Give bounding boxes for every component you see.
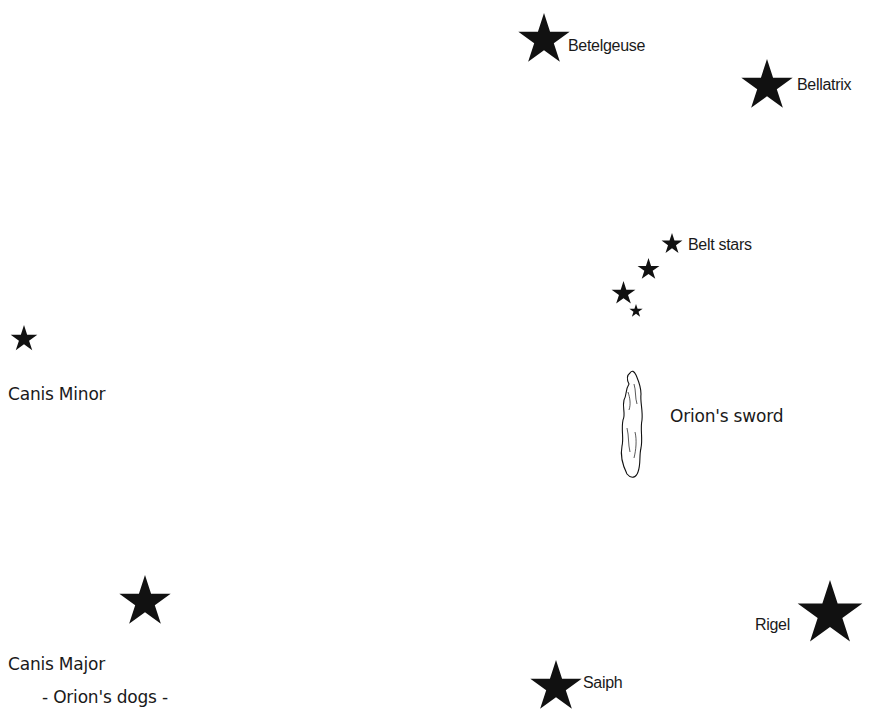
- belt-star: [629, 304, 642, 317]
- star-saiph: [530, 660, 581, 709]
- nebula-texture: [627, 384, 637, 458]
- star-label: Bellatrix: [797, 76, 851, 94]
- belt-star: [662, 233, 683, 253]
- star-canis-major: [119, 575, 170, 624]
- star-label: - Orion's dogs -: [42, 688, 168, 707]
- belt-star: [638, 258, 660, 279]
- star-rigel: [798, 580, 863, 642]
- star-canis-minor: [11, 325, 38, 350]
- star-label: Betelgeuse: [568, 37, 645, 55]
- star-bellatrix: [741, 59, 792, 108]
- star-betelgeuse: [518, 13, 569, 62]
- belt-star: [612, 281, 636, 304]
- star-label: Orion's sword: [670, 407, 783, 426]
- star-label: Canis Minor: [8, 385, 105, 404]
- star-label: Rigel: [755, 616, 790, 634]
- star-label: Saiph: [583, 674, 622, 692]
- orion-sword-nebula: [621, 371, 642, 477]
- star-label: Belt stars: [688, 236, 752, 254]
- star-label: Canis Major: [8, 655, 105, 674]
